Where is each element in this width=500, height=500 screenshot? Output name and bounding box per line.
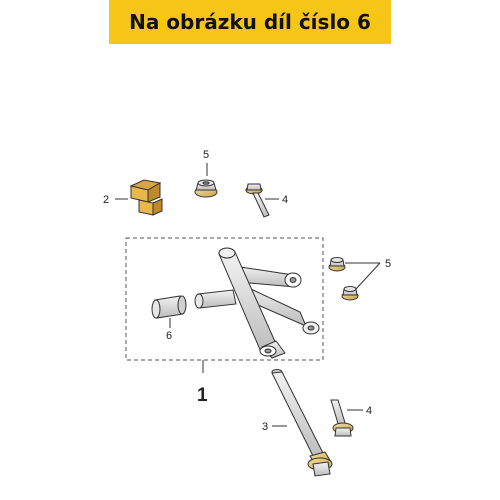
long-bolt-icon <box>271 369 333 477</box>
label-part-2: 2 <box>103 194 109 206</box>
label-part-5-right: 5 <box>385 258 391 270</box>
label-part-6: 6 <box>166 330 172 342</box>
banner-title: Na obrázku díl číslo 6 <box>129 10 371 34</box>
assembly-dashed-box <box>125 237 324 361</box>
label-part-3: 3 <box>262 421 268 433</box>
leader-line-5-right-b <box>355 262 381 290</box>
flange-nut-icon <box>328 257 359 301</box>
label-part-5-top: 5 <box>203 149 209 161</box>
rubber-block-icon <box>129 179 163 216</box>
bushing-icon <box>151 295 187 319</box>
flange-bolt-icon <box>245 183 270 218</box>
flange-nut-icon <box>194 179 218 198</box>
flange-bolt-icon <box>330 399 354 437</box>
title-banner: Na obrázku díl číslo 6 <box>109 0 391 44</box>
label-part-1: 1 <box>197 385 208 406</box>
label-part-4-bottom: 4 <box>366 405 372 417</box>
label-part-4-top: 4 <box>282 194 288 206</box>
swing-arm-icon <box>194 247 320 359</box>
